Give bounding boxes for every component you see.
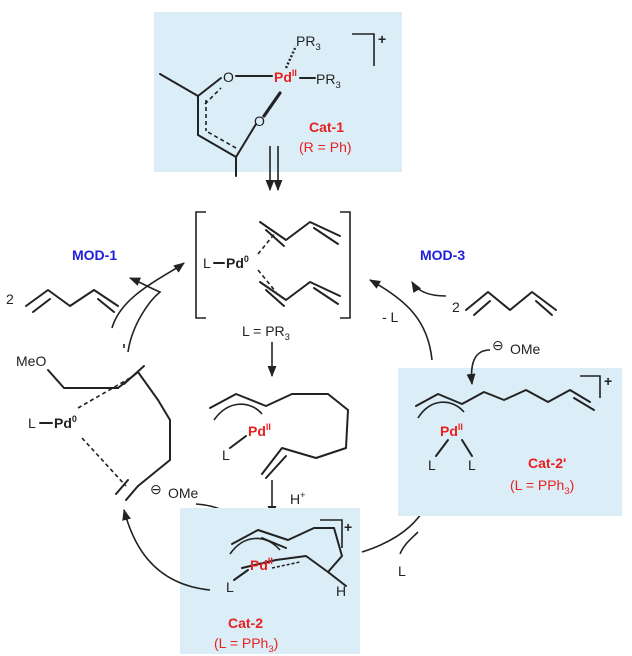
methoxide-left: OMe: [168, 485, 199, 501]
center-bracket-right: [340, 211, 351, 319]
cat1-o1: O: [223, 69, 234, 85]
cat1-ligand-right: PR3: [316, 71, 341, 91]
center-L: L: [203, 255, 211, 271]
cat1-o2: O: [254, 113, 265, 129]
cat2prime-metal: PdII: [440, 422, 463, 439]
methoxide-right: OMe: [510, 341, 541, 357]
cat2-condition: (L = PPh3): [214, 635, 278, 655]
cat1-bracket: [352, 33, 375, 66]
arrow-methoxide-attack-2: [466, 349, 491, 386]
cat2-metal: PdII: [250, 556, 273, 573]
center-metal: Pd0: [226, 254, 249, 271]
cat2prime-background: [398, 368, 622, 516]
methoxide-left-charge: ⊖: [150, 481, 162, 497]
cat1-box: O O PdII PR3 PR3 + Cat-1 (R = Ph): [154, 12, 402, 177]
ligand-L-label: L: [398, 563, 406, 579]
cat2-box: H L PdII + Cat-2 (L = PPh3): [180, 508, 360, 655]
proton-label: H+: [290, 490, 305, 507]
left-meo: MeO: [16, 353, 46, 369]
cat2prime-L2: L: [468, 457, 476, 473]
arrow-mod1-to-center: [111, 265, 181, 329]
mod1-label: MOD-1: [72, 247, 117, 263]
left-L: L: [28, 415, 36, 431]
arrow-cat2-to-left: [122, 508, 211, 591]
cat2-bracket: [320, 519, 343, 548]
cat2prime-charge: +: [604, 373, 612, 389]
cat1-charge: +: [378, 31, 386, 47]
cat1-ligand-top: PR3: [296, 33, 321, 53]
arrow-ligand-entry: [399, 531, 419, 555]
left-pd0-complex: MeO L Pd0: [16, 353, 171, 501]
cat2-name: Cat-2: [228, 615, 263, 631]
cat1-background: [154, 12, 402, 172]
cat2-H: H: [336, 583, 346, 599]
arrow-mod1-release: [127, 277, 162, 353]
cat2-charge: +: [344, 519, 352, 535]
middle-metal: PdII: [248, 422, 271, 439]
mod3-minus-L: - L: [382, 309, 399, 325]
arrow-mod3-release: [411, 281, 447, 297]
cat1-name: Cat-1: [309, 119, 344, 135]
middle-pdii-complex: L PdII: [209, 393, 349, 479]
mod3-butadiene: [465, 291, 557, 316]
cat2prime-box: PdII L L + Cat-2' (L = PPh3): [398, 368, 622, 516]
cat2prime-L1: L: [428, 457, 436, 473]
cat2prime-condition: (L = PPh3): [510, 477, 574, 497]
arrow-mod3-to-center: [369, 279, 433, 361]
mod3-coefficient: 2: [452, 299, 460, 315]
center-ligand-def: L = PR3: [242, 323, 290, 343]
cat2-L: L: [226, 579, 234, 595]
center-bracket-left: [195, 211, 206, 319]
methoxide-right-charge: ⊖: [492, 337, 504, 353]
cat2prime-name: Cat-2': [528, 455, 566, 471]
mod1-butadiene: [25, 289, 119, 313]
left-metal: Pd0: [54, 414, 77, 431]
cat2-background: [180, 508, 360, 654]
cat2prime-bracket: [580, 375, 601, 398]
middle-L: L: [222, 447, 230, 463]
center-pd0-complex: L Pd0 L = PR3: [195, 211, 351, 343]
cat1-metal: PdII: [274, 68, 297, 85]
mod1-coefficient: 2: [6, 291, 14, 307]
mod3-label: MOD-3: [420, 247, 465, 263]
cat1-condition: (R = Ph): [299, 139, 352, 155]
